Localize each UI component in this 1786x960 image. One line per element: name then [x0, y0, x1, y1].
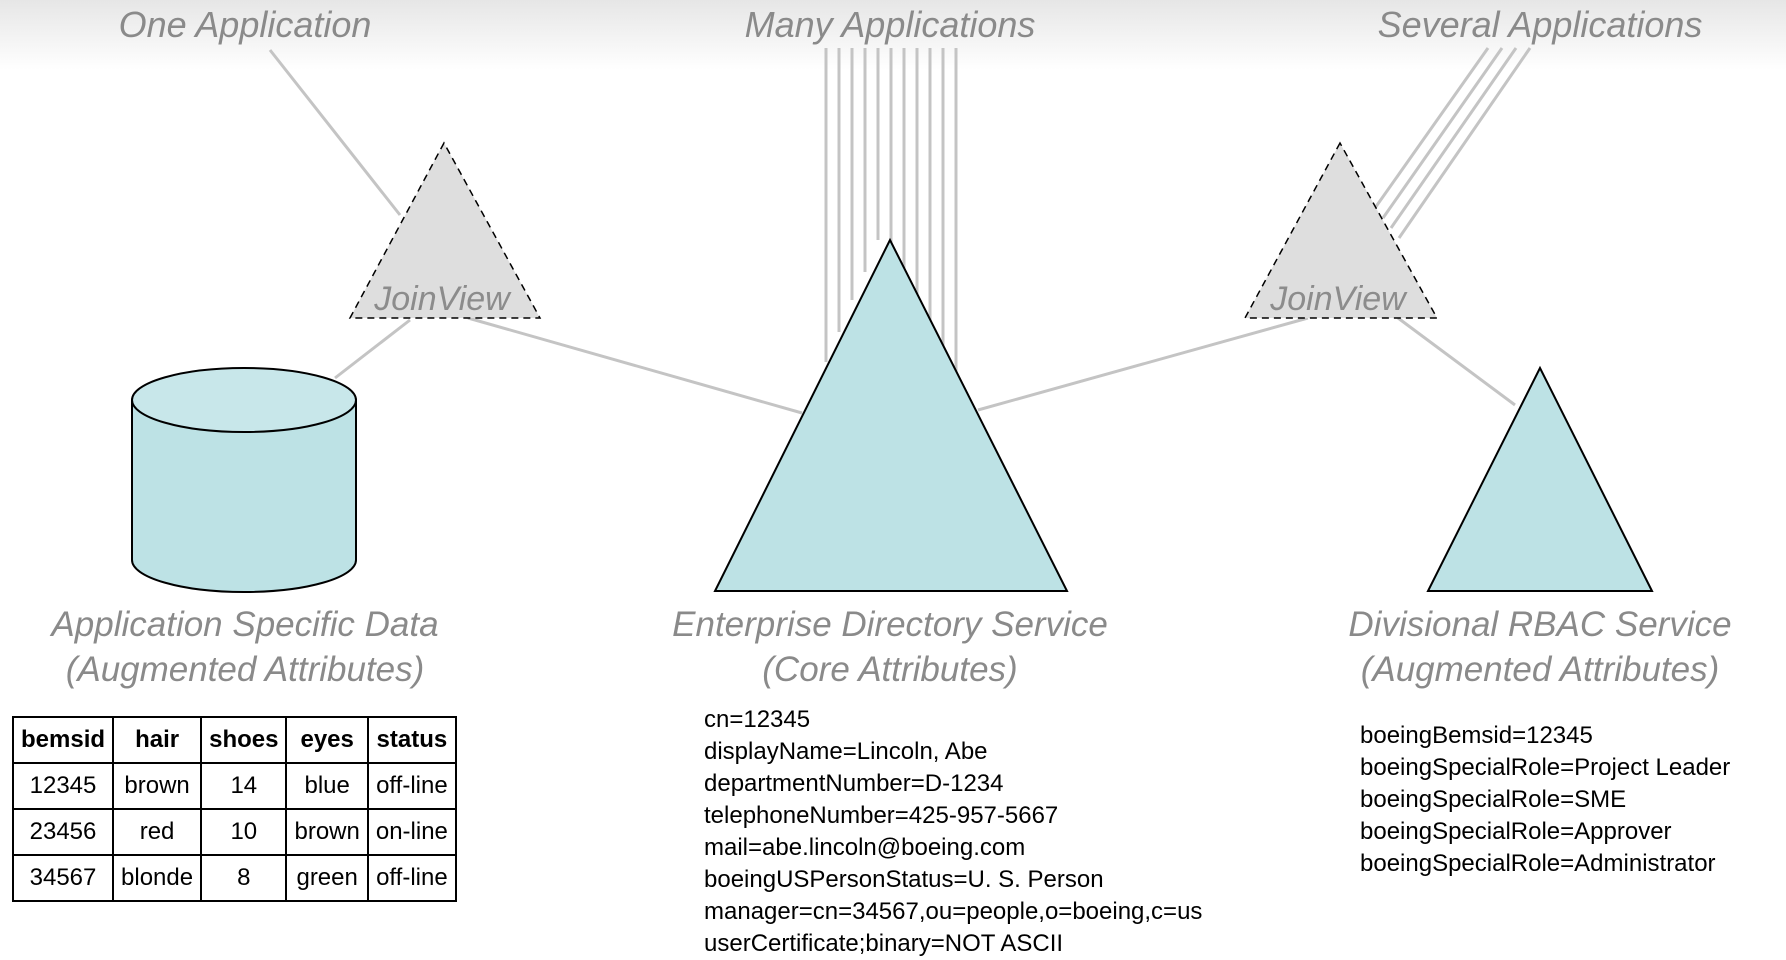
joinview-right-triangle: [1243, 141, 1439, 319]
many-applications-lines: [824, 48, 958, 395]
table-header-cell: hair: [112, 716, 203, 764]
table-cell: blue: [285, 762, 369, 810]
table-header-cell: eyes: [285, 716, 369, 764]
rbac-service-triangle: [1426, 365, 1654, 592]
connector-lines: [268, 47, 1532, 415]
rbac-title-line1: Divisional RBAC Service: [1348, 605, 1732, 644]
joinview-right-label: JoinView: [1270, 280, 1406, 318]
table-cell: brown: [112, 762, 203, 810]
table-cell: green: [285, 854, 369, 902]
enterprise-directory-triangle: [713, 237, 1069, 592]
line-joinview-to-database: [334, 318, 411, 380]
table-header-row: bemsid hair shoes eyes status: [11, 716, 457, 764]
table-row: 34567 blonde 8 green off-line: [11, 854, 457, 902]
attribute-line: boeingSpecialRole=Project Leader: [1360, 754, 1731, 781]
line-one-application: [268, 49, 402, 216]
attribute-line: boeingBemsid=12345: [1360, 722, 1593, 749]
top-gradient-band: [0, 0, 1786, 70]
attribute-line: mail=abe.lincoln@boeing.com: [704, 834, 1026, 861]
label-several-applications: Several Applications: [1377, 4, 1703, 45]
table-cell: 8: [200, 854, 288, 902]
attribute-line: departmentNumber=D-1234: [704, 770, 1004, 797]
label-many-applications: Many Applications: [744, 4, 1036, 45]
table-cell: 34567: [11, 854, 115, 902]
table-header-cell: status: [366, 716, 457, 764]
enterprise-title-line2: (Core Attributes): [762, 650, 1018, 689]
line-joinview-to-rbac: [1397, 316, 1516, 407]
table-cell: 10: [200, 808, 288, 856]
rbac-title: Divisional RBAC Service (Augmented Attri…: [1310, 602, 1770, 692]
attribute-line: manager=cn=34567,ou=people,o=boeing,c=us: [704, 898, 1203, 925]
attribute-line: boeingUSPersonStatus=U. S. Person: [704, 866, 1104, 893]
attribute-line: boeingSpecialRole=SME: [1360, 786, 1627, 813]
line-joinview-to-enterprise: [467, 316, 803, 415]
table-cell: blonde: [112, 854, 203, 902]
table-row: 23456 red 10 brown on-line: [11, 808, 457, 856]
label-one-application: One Application: [118, 4, 372, 45]
table-header-cell: shoes: [200, 716, 288, 764]
attribute-line: displayName=Lincoln, Abe: [704, 738, 988, 765]
table-cell: off-line: [366, 762, 457, 810]
table-cell: on-line: [366, 808, 457, 856]
joinview-left-triangle: [348, 141, 542, 319]
application-data-table: bemsid hair shoes eyes status 12345 brow…: [11, 716, 457, 902]
attribute-line: telephoneNumber=425-957-5667: [704, 802, 1059, 829]
enterprise-title: Enterprise Directory Service (Core Attri…: [640, 602, 1140, 692]
rbac-attribute-list: boeingBemsid=12345 boeingSpecialRole=Pro…: [1360, 720, 1730, 880]
table-row: 12345 brown 14 blue off-line: [11, 762, 457, 810]
application-database-icon: [131, 367, 357, 593]
table-cell: off-line: [366, 854, 457, 902]
several-applications-lines: [1373, 47, 1532, 239]
attribute-line: cn=12345: [704, 706, 811, 733]
table-cell: 23456: [11, 808, 115, 856]
table-header-cell: bemsid: [11, 716, 115, 764]
table-cell: brown: [285, 808, 369, 856]
enterprise-title-line1: Enterprise Directory Service: [672, 605, 1108, 644]
attribute-line: userCertificate;binary=NOT ASCII: [704, 930, 1064, 957]
table-cell: 12345: [11, 762, 115, 810]
table-cell: red: [112, 808, 203, 856]
enterprise-attribute-list: cn=12345 displayName=Lincoln, Abe depart…: [704, 704, 1202, 960]
attribute-line: boeingSpecialRole=Administrator: [1360, 850, 1716, 877]
rbac-title-line2: (Augmented Attributes): [1360, 650, 1720, 689]
attribute-line: boeingSpecialRole=Approver: [1360, 818, 1672, 845]
app-data-title-line2: (Augmented Attributes): [65, 650, 425, 689]
table-cell: 14: [200, 762, 288, 810]
line-enterprise-to-joinview-right: [977, 316, 1309, 412]
app-data-title: Application Specific Data (Augmented Att…: [20, 602, 470, 692]
app-data-title-line1: Application Specific Data: [51, 605, 439, 644]
joinview-left-label: JoinView: [374, 280, 510, 318]
